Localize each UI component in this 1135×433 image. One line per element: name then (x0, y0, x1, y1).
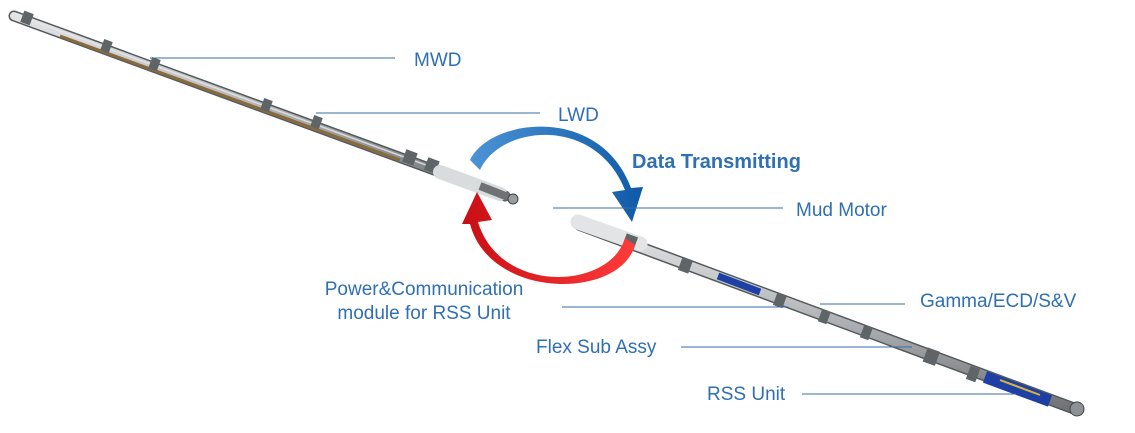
lower-tool-string (570, 214, 1085, 417)
gamma-label: Gamma/ECD/S&V (920, 291, 1077, 312)
leader-lines (150, 57, 1016, 395)
data-transmitting-arrows (462, 126, 643, 284)
blue-curved-arrow (470, 126, 643, 222)
flex-sub-label: Flex Sub Assy (536, 337, 657, 358)
upper-tool-string (8, 10, 519, 205)
lwd-label: LWD (558, 105, 599, 126)
rss-unit-label: RSS Unit (707, 384, 786, 405)
diagram-title: Data Transmitting (632, 151, 801, 173)
power-comm-label-line1: Power&Communication (324, 279, 524, 300)
mwd-label: MWD (414, 50, 462, 71)
mud-motor-label: Mud Motor (796, 200, 887, 221)
power-comm-label-line2: module for RSS Unit (337, 303, 511, 324)
red-curved-arrow (462, 192, 635, 284)
power-comm-label: Power&Communication module for RSS Unit (302, 278, 546, 326)
